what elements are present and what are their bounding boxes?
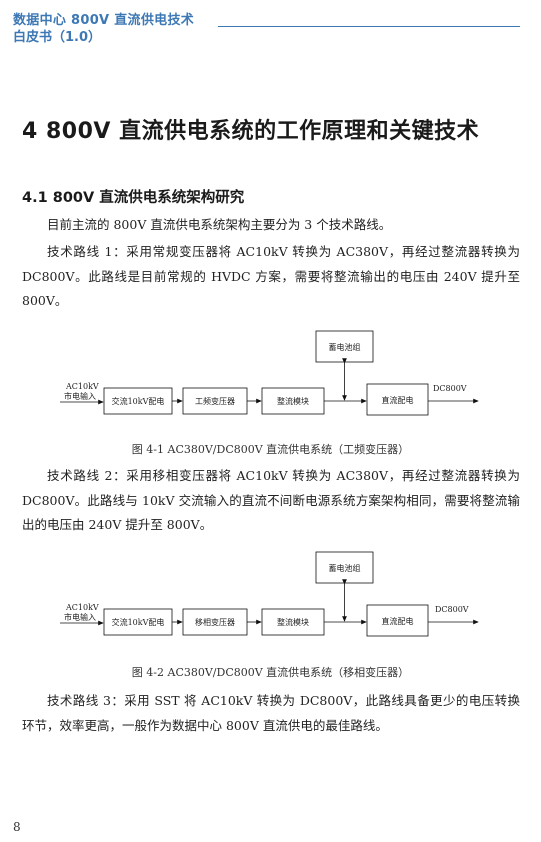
fig2-rectifier-label: 整流模块 [277,617,309,627]
fig1-output-label: DC800V [433,384,467,393]
fig1-transformer-box [182,387,248,415]
fig2-ac-dist-box [103,608,173,636]
fig1-battery-box [315,330,374,363]
paragraph-route-1: 技术路线 1：采用常规变压器将 AC10kV 转换为 AC380V，再经过整流器… [22,244,520,308]
fig1-ac-dist-label: 交流10kV配电 [112,396,165,406]
fig2-transformer-box [182,608,248,636]
fig1-dc-dist-box [366,383,429,416]
chapter-title: 4 800V 直流供电系统的工作原理和关键技术 [22,119,480,144]
fig2-transformer-label: 移相变压器 [195,617,235,627]
fig2-input-label-2: 市电输入 [64,612,96,622]
page-number: 8 [13,820,21,834]
header-title: 数据中心 800V 直流供电技术 [13,13,195,28]
paragraph-route-3: 技术路线 3：采用 SST 将 AC10kV 转换为 DC800V，此路线具备更… [22,693,520,733]
fig2-battery-label: 蓄电池组 [329,563,361,573]
figure-2-caption: 图 4-2 AC380V/DC800V 直流供电系统（移相变压器） [131,666,410,679]
fig2-output-label: DC800V [435,605,469,614]
fig1-ac-dist-box [103,387,173,415]
fig1-input-label-1: AC10kV [65,382,99,391]
section-title: 4.1 800V 直流供电系统架构研究 [22,190,245,206]
fig1-battery-label: 蓄电池组 [329,342,361,352]
figure-2-diagram: 蓄电池组 AC10kV 市电输入 交流10kV配电 移相变压器 整流模块 直流配… [60,551,479,637]
fig1-dc-dist-label: 直流配电 [382,395,414,405]
figure-1-diagram: 蓄电池组 AC10kV 市电输入 交流10kV配电 工频变压器 整流模块 直流配… [60,330,479,416]
fig2-rectifier-box [261,608,325,636]
paragraph-route-2: 技术路线 2：采用移相变压器将 AC10kV 转换为 AC380V，再经过整流器… [22,468,520,532]
fig1-rectifier-box [261,387,325,415]
fig2-dc-dist-box [366,604,429,637]
fig1-input-label-2: 市电输入 [64,391,96,401]
paragraph-intro: 目前主流的 800V 直流供电系统架构主要分为 3 个技术路线。 [47,217,392,232]
figure-1-caption: 图 4-1 AC380V/DC800V 直流供电系统（工频变压器） [131,443,410,456]
header-subtitle: 白皮书（1.0） [13,30,102,45]
fig1-transformer-label: 工频变压器 [195,396,235,406]
fig2-input-label-1: AC10kV [65,603,99,612]
fig2-dc-dist-label: 直流配电 [382,616,414,626]
fig2-ac-dist-label: 交流10kV配电 [112,617,165,627]
header-rule [218,26,520,27]
fig1-rectifier-label: 整流模块 [277,396,309,406]
